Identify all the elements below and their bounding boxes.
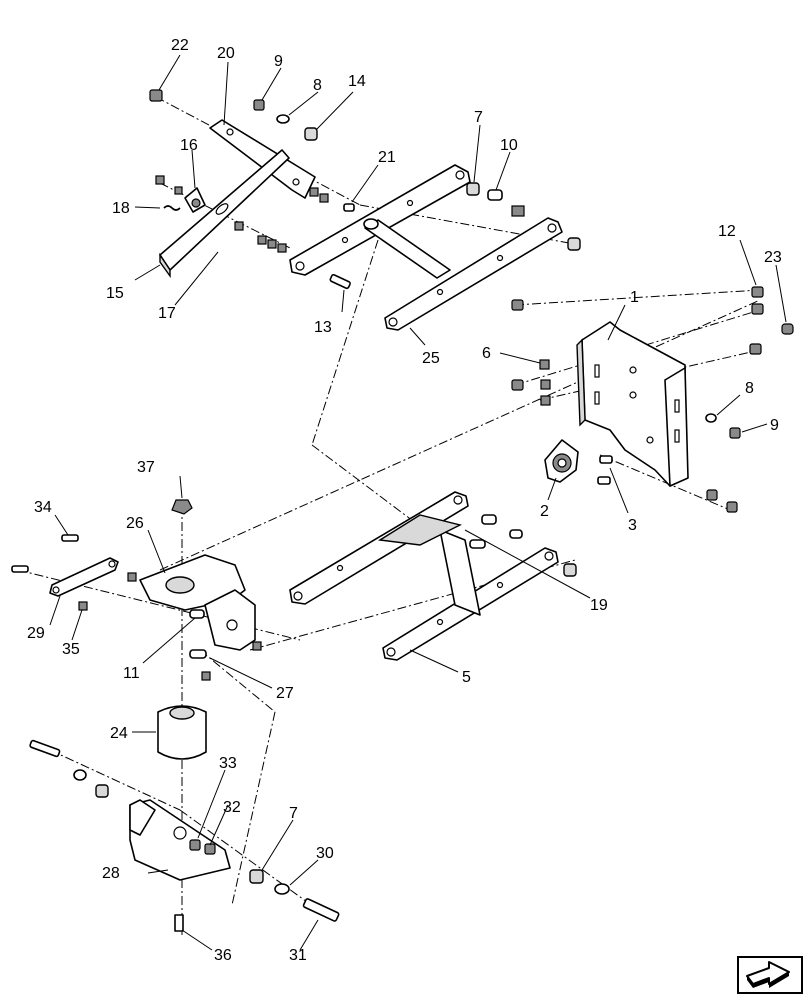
next-arrow-icon (746, 961, 790, 988)
part-25-lower-arm (384, 217, 563, 331)
callout-11: 11 (123, 665, 140, 682)
callout-35: 35 (62, 641, 80, 658)
callout-34: 34 (34, 499, 52, 516)
callout-12: 12 (718, 223, 736, 240)
callout-9b: 9 (770, 417, 779, 434)
part-29-link (11, 534, 137, 611)
callout-27: 27 (276, 685, 294, 702)
part-28-lower-bracket (129, 799, 231, 932)
next-page-button[interactable] (737, 956, 803, 994)
part-26-bracket (139, 499, 262, 651)
part-24-rubber-mount (157, 649, 211, 760)
part-21-upper-arm (289, 164, 471, 276)
callout-29: 29 (27, 625, 45, 642)
callout-33: 33 (219, 755, 237, 772)
callout-25: 25 (422, 350, 440, 367)
callout-18: 18 (112, 200, 130, 217)
hardware-7-10 (466, 182, 581, 251)
callout-37: 37 (137, 459, 155, 476)
callout-36: 36 (214, 947, 232, 964)
lower-cross-tube (377, 514, 577, 616)
callout-6: 6 (482, 345, 491, 362)
callout-8: 8 (313, 77, 322, 94)
callout-30: 30 (316, 845, 334, 862)
callout-15: 15 (106, 285, 124, 302)
callout-3: 3 (628, 517, 637, 534)
callout-20: 20 (217, 45, 235, 62)
part-20-strap (209, 119, 316, 199)
callout-17: 17 (158, 305, 176, 322)
callout-31: 31 (289, 947, 307, 964)
callout-21: 21 (378, 149, 396, 166)
hardware-plate (511, 286, 794, 513)
leader-lines (49, 54, 787, 951)
part-1-mount-plate (576, 321, 689, 487)
callout-labels: 22 20 9 8 14 16 18 15 17 21 7 10 13 25 1… (27, 37, 782, 964)
callout-7: 7 (474, 109, 483, 126)
callout-19: 19 (590, 597, 608, 614)
hardware-lower (29, 739, 340, 922)
part-16-bracket (155, 175, 206, 213)
callout-28: 28 (102, 865, 120, 882)
callout-9: 9 (274, 53, 283, 70)
callout-32: 32 (223, 799, 241, 816)
hardware-upper (149, 89, 355, 290)
callout-26: 26 (126, 515, 144, 532)
part-15-plate (159, 149, 290, 279)
callout-24: 24 (110, 725, 128, 742)
callout-16: 16 (180, 137, 198, 154)
callout-5: 5 (462, 669, 471, 686)
callout-7b: 7 (289, 805, 298, 822)
callout-2: 2 (540, 503, 549, 520)
callout-22: 22 (171, 37, 189, 54)
part-19-upper-lower-arm (289, 491, 469, 605)
upper-cross-tube (363, 218, 451, 279)
callout-1: 1 (630, 289, 639, 306)
callout-8b: 8 (745, 380, 754, 397)
callout-10: 10 (500, 137, 518, 154)
part-2-bearing (544, 439, 613, 485)
callout-14: 14 (348, 73, 366, 90)
callout-13: 13 (314, 319, 332, 336)
callout-23: 23 (764, 249, 782, 266)
